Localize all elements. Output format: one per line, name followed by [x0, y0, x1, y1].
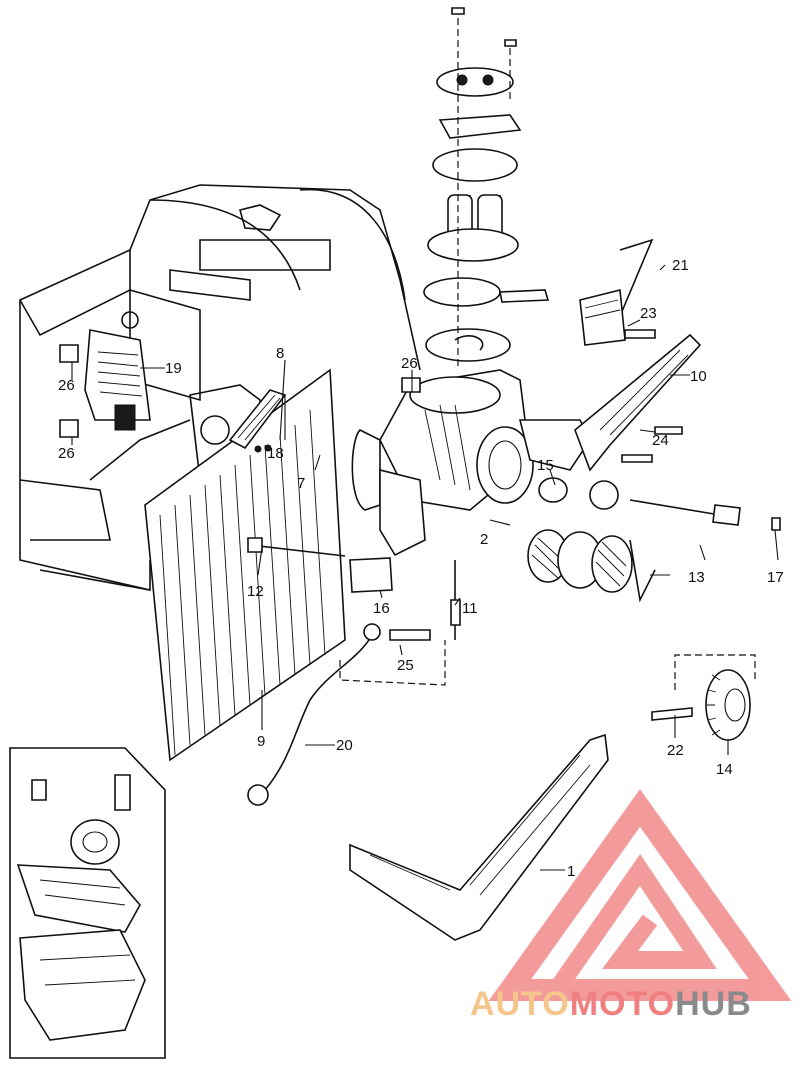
callout-8: 8 — [276, 345, 284, 362]
callout-18: 18 — [267, 445, 284, 462]
callout-9: 9 — [257, 733, 265, 750]
svg-text:AUTOMOTOHUB: AUTOMOTOHUB — [470, 985, 752, 1023]
callout-15: 15 — [537, 457, 554, 474]
part-9-cover-plate — [144, 368, 346, 762]
callout-20: 20 — [336, 737, 353, 754]
central-pump-assembly — [351, 369, 619, 557]
part-21-bracket — [579, 238, 654, 346]
callout-23: 23 — [640, 305, 657, 322]
callout-11: 11 — [462, 600, 478, 617]
callout-7: 7 — [297, 475, 305, 492]
callout-26-left-upper: 26 — [58, 377, 75, 394]
callout-26-top: 26 — [401, 355, 418, 372]
watermark-moto: MOTO — [570, 985, 675, 1023]
callout-2: 2 — [480, 531, 488, 548]
callout-17: 17 — [767, 569, 784, 586]
small-parts — [59, 344, 461, 806]
callout-21: 21 — [672, 257, 689, 274]
part-10-arm — [574, 333, 702, 472]
callout-14: 14 — [716, 761, 733, 778]
callout-12: 12 — [247, 583, 264, 600]
callout-19: 19 — [165, 360, 182, 377]
screws-and-shaft — [621, 329, 781, 531]
callout-25: 25 — [397, 657, 414, 674]
callout-22: 22 — [667, 742, 684, 759]
part-1-support-bracket — [349, 733, 609, 941]
callout-16: 16 — [373, 600, 390, 617]
callout-24: 24 — [652, 432, 669, 449]
watermark-logo — [488, 789, 792, 1001]
callout-labels: 1 2 7 8 9 10 11 12 13 14 15 16 17 18 19 … — [58, 257, 784, 880]
logo-m-shape — [552, 854, 717, 991]
callout-10: 10 — [690, 368, 707, 385]
stacked-discs — [423, 7, 550, 370]
part-14-gear — [651, 654, 756, 741]
callout-1: 1 — [567, 863, 575, 880]
watermark-text: AUTOMOTOHUB — [470, 985, 752, 1023]
part-19-regulator — [84, 329, 151, 431]
inset-detail-box — [9, 747, 166, 1059]
leader-lines — [71, 264, 779, 871]
callout-26-left-lower: 26 — [58, 445, 75, 462]
watermark-hub: HUB — [675, 985, 752, 1023]
watermark-auto: AUTO — [470, 985, 570, 1023]
filter-discs — [527, 477, 656, 603]
logo-triangle-outer — [488, 789, 792, 1001]
callout-13: 13 — [688, 569, 705, 586]
